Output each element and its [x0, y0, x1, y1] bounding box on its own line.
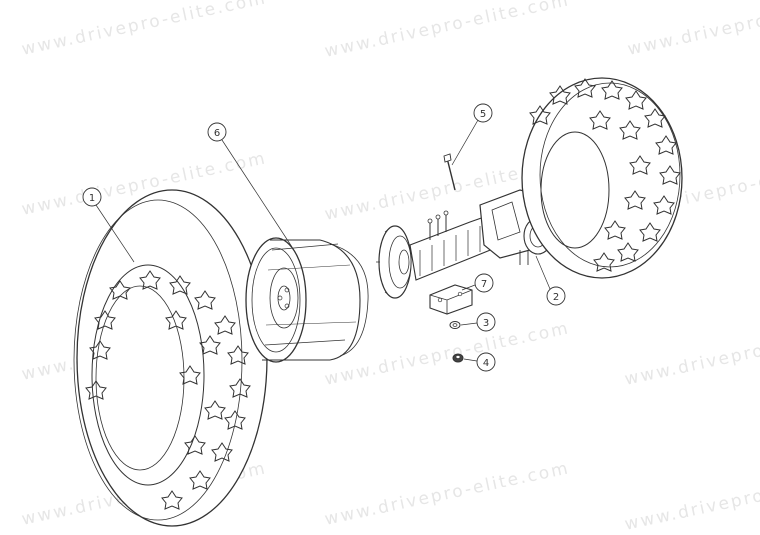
callout-label: 1 — [89, 193, 95, 204]
nut — [452, 353, 464, 363]
callout-label: 6 — [214, 128, 220, 139]
washer — [449, 321, 461, 329]
callout-4: 4 — [463, 352, 496, 372]
callout-label: 4 — [483, 358, 489, 369]
callout-1: 1 — [82, 187, 135, 263]
wheel-rim — [245, 237, 369, 363]
stud-bolt — [443, 153, 456, 191]
callout-5: 5 — [451, 103, 493, 166]
callout-label: 2 — [553, 292, 559, 303]
callout-6: 6 — [207, 122, 293, 248]
callout-label: 5 — [480, 109, 486, 120]
callout-3: 3 — [460, 312, 496, 332]
callout-label: 7 — [481, 279, 487, 290]
left-tire — [73, 189, 268, 527]
callout-7: 7 — [461, 273, 494, 293]
callout-2: 2 — [535, 255, 566, 306]
right-tire — [521, 77, 683, 279]
callout-label: 3 — [483, 318, 489, 329]
mount-bracket — [429, 284, 473, 315]
